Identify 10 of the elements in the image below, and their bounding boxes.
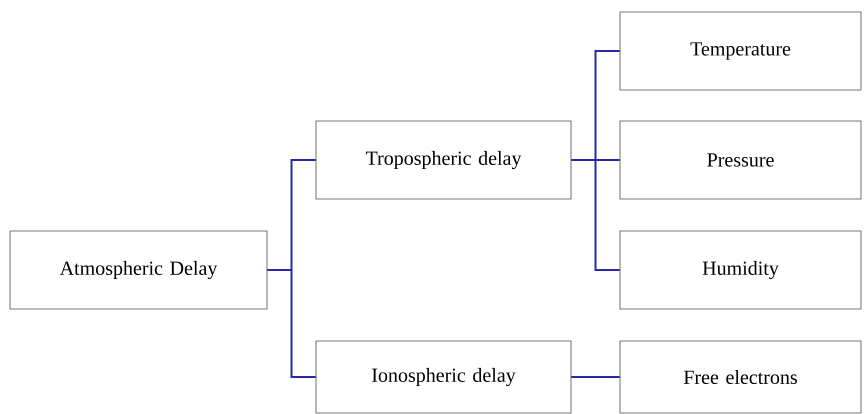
category-box: Free electrons <box>620 340 862 414</box>
category-box: Temperature <box>620 12 862 90</box>
category-box: Humidity <box>620 230 862 310</box>
connector-line <box>571 376 620 378</box>
category-box: Tropospheric delay <box>316 120 572 200</box>
category-box: Pressure <box>620 120 862 200</box>
category-box: Ionospheric delay <box>316 340 572 414</box>
connector-line <box>267 269 316 378</box>
category-box: Atmospheric Delay <box>10 230 268 310</box>
connector-line <box>571 159 620 271</box>
